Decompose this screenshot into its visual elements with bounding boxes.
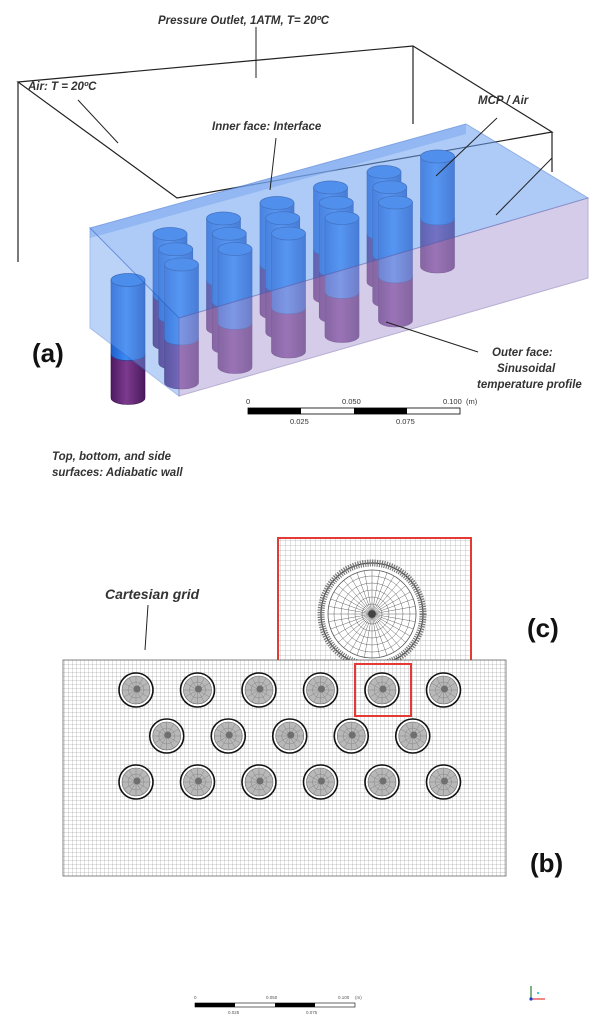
cylinder-lower-section [110,353,146,405]
cross-section [302,672,339,708]
cross-section [364,764,400,800]
cross-section [241,764,277,800]
scale-b-tick-050: 0.050 [266,995,278,1000]
cross-section [425,764,462,800]
outer-face-label-2: Sinusoidal [497,363,556,375]
panel-label-b: (b) [530,848,563,878]
outer-face-label-3: temperature profile [477,379,582,391]
cross-section [333,718,370,754]
scale-a-unit: (m) [466,397,478,406]
scale-a-tick-050: 0.050 [342,397,361,406]
leader-lines [77,27,553,353]
cross-section [425,672,462,708]
mcp-region-front [178,197,589,397]
scale-a-tick-100: 0.100 [443,397,462,406]
scale-b-tick-025: 0.025 [228,1010,240,1015]
cross-section [271,718,308,754]
cross-section [179,764,216,800]
scale-b-tick-075: 0.075 [306,1010,318,1015]
outer-face-label-1: Outer face: [492,347,553,359]
domain-wireframe [16,45,554,262]
zoom-highlight-box [354,663,412,717]
cross-section [179,672,216,708]
cross-section [241,672,277,708]
cross-section [118,764,154,800]
cylinder [110,273,146,405]
pressure-outlet-label: Pressure Outlet, 1ATM, T= 20ºC [158,15,330,27]
panel-label-a: (a) [32,338,64,368]
cross-section [118,672,154,708]
scale-b-tick-100: 0.100 [338,995,350,1000]
scale-a-tick-025: 0.025 [290,417,309,426]
panel-b: Cartesian grid (b) 0 0.050 0.100 (m) 0.0… [62,586,563,1015]
cylinder-upper-section [110,279,146,361]
scale-a-tick-075: 0.075 [396,417,415,426]
cross-section [210,718,247,754]
scale-b-tick-0: 0 [194,995,197,1000]
air-label: Air: T = 20ºC [27,81,97,93]
axis-triad-icon [529,986,545,1001]
scale-a-tick-0: 0 [246,397,250,406]
scale-bar-b: 0 0.050 0.100 (m) 0.025 0.075 [194,995,362,1015]
panel-label-c: (c) [527,613,559,643]
scale-bar-a: 0 0.050 0.100 (m) 0.025 0.075 [246,397,478,426]
cross-section [148,718,185,754]
zoom-polar-mesh [328,570,416,658]
cylinder-cross-sections [118,663,462,800]
cross-section [302,764,339,800]
walls-label-1: Top, bottom, and side [52,451,172,463]
cross-section [394,718,431,754]
panel-a: Pressure Outlet, 1ATM, T= 20ºC Air: T = … [16,15,590,479]
scale-b-unit: (m) [355,995,362,1000]
walls-label-2: surfaces: Adiabatic wall [52,467,183,479]
cross-section [364,672,400,708]
inner-face-label: Inner face: Interface [212,121,322,133]
cartesian-grid-label: Cartesian grid [105,586,200,602]
mcp-air-label: MCP / Air [478,95,529,107]
cartesian-grid-leader [144,604,149,651]
